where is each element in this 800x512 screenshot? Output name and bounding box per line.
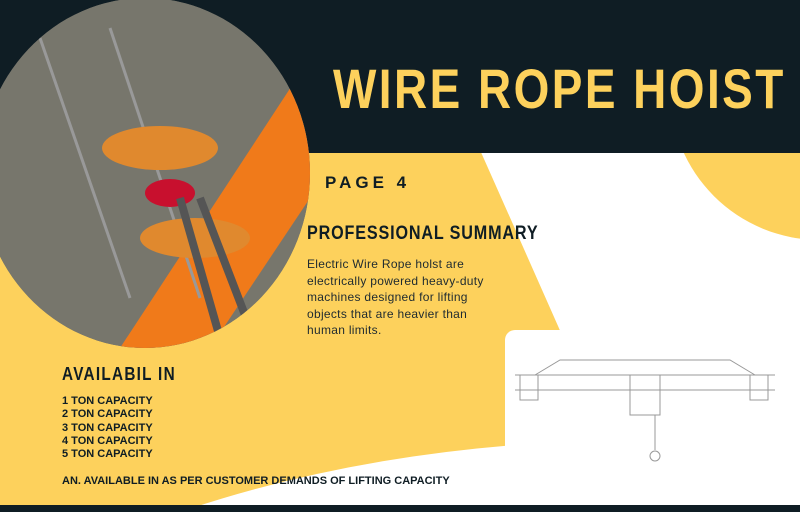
capacity-list: 1 TON CAPACITY 2 TON CAPACITY 3 TON CAPA… (62, 395, 153, 461)
page-title: WIRE ROPE HOIST (333, 57, 786, 120)
capacity-item: 5 TON CAPACITY (62, 448, 153, 461)
availability-heading: AVAILABIL IN (62, 364, 176, 384)
capacity-item: 3 TON CAPACITY (62, 421, 153, 434)
page-number: PAGE 4 (325, 173, 411, 192)
summary-text: Electric Wire Rope holst are electricall… (307, 257, 484, 337)
capacity-item: 1 TON CAPACITY (62, 395, 153, 407)
crane-drawing (505, 330, 783, 486)
summary-heading: PROFESSIONAL SUMMARY (307, 223, 539, 244)
hoist-photo (0, 0, 310, 348)
capacity-item: 2 TON CAPACITY (62, 408, 153, 421)
availability-note: AN. AVAILABLE IN AS PER CUSTOMER DEMANDS… (62, 475, 450, 487)
capacity-item: 4 TON CAPACITY (62, 434, 153, 447)
footer-band (0, 505, 800, 512)
